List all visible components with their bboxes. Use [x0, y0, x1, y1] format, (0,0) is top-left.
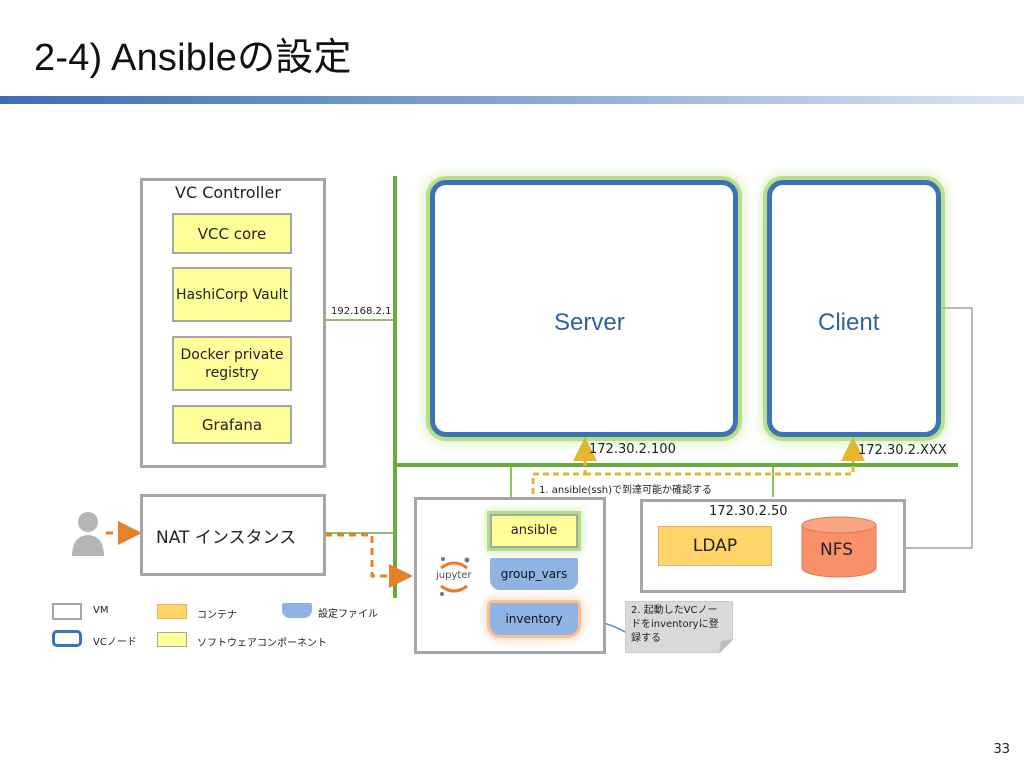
legend-vm-swatch: [52, 603, 82, 620]
page-number: 33: [993, 742, 1010, 757]
server-node: [430, 180, 738, 437]
controller-ip-label: 192.168.2.1: [331, 306, 392, 317]
inventory-file: inventory: [490, 603, 578, 635]
legend-software-label: ソフトウェアコンポーネント: [197, 638, 327, 649]
step1-annotation: 1. ansible(ssh)で到達可能か確認する: [539, 485, 713, 496]
legend-file-label: 設定ファイル: [318, 609, 378, 620]
legend-container-label: コンテナ: [197, 610, 237, 621]
vcc-core-component: VCC core: [172, 213, 292, 254]
server-label: Server: [554, 309, 625, 336]
legend-vc-node-label: VCノード: [93, 637, 137, 648]
nat-instance-label: NAT インスタンス: [156, 528, 297, 548]
vc-controller-label: VC Controller: [175, 183, 281, 202]
slide-title: 2-4) Ansibleの設定: [34, 37, 352, 79]
user-icon: [72, 512, 104, 556]
title-underline-bar: [0, 96, 1024, 104]
ldap-container: LDAP: [658, 526, 772, 566]
group-vars-file: group_vars: [490, 558, 578, 590]
storage-ip-label: 172.30.2.50: [709, 504, 788, 519]
jupyter-logo-icon: [433, 554, 475, 598]
legend-software-swatch: [157, 632, 187, 647]
docker-registry-component: Docker private registry: [172, 336, 292, 391]
nfs-mount-line: [875, 307, 973, 549]
hashicorp-vault-component: HashiCorp Vault: [172, 267, 292, 322]
ansible-software: ansible: [490, 514, 578, 548]
nat-instance-vm: [140, 494, 326, 576]
legend-file-swatch: [282, 603, 312, 618]
legend-container-swatch: [157, 604, 187, 619]
client-node: [767, 180, 941, 437]
nfs-label: NFS: [820, 540, 853, 560]
storage-vm: [640, 499, 906, 593]
legend-vc-node-swatch: [52, 630, 82, 647]
step2-annotation: 2. 起動したVCノードをinventoryに登録する: [631, 605, 719, 644]
client-label: Client: [818, 309, 880, 336]
client-ip-label: 172.30.2.XXX: [858, 443, 947, 458]
legend-vm-label: VM: [93, 605, 109, 616]
grafana-component: Grafana: [172, 405, 292, 444]
step2-note-shape: [625, 601, 733, 653]
ansible-to-server-arrow: [531, 437, 597, 514]
server-ip-label: 172.30.2.100: [589, 442, 676, 457]
nfs-storage-icon: [801, 516, 877, 578]
jupyter-logo-text: jupyter: [436, 570, 472, 581]
